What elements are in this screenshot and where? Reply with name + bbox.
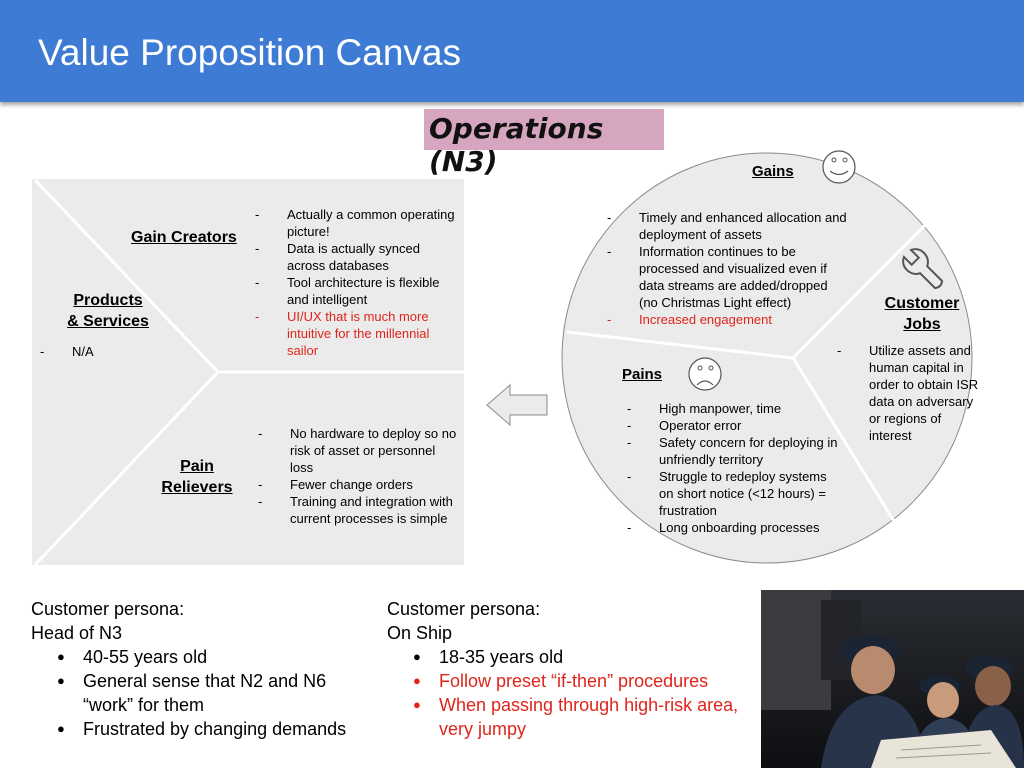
list-item: High manpower, time	[627, 400, 843, 417]
pains-list: High manpower, time Operator error Safet…	[627, 400, 843, 536]
list-item: When passing through high-risk area, ver…	[387, 693, 739, 741]
circle-divider-bottom	[791, 357, 912, 548]
products-label-line2: & Services	[67, 313, 149, 330]
list-item: Training and integration with current pr…	[258, 493, 458, 527]
gains-label: Gains	[752, 163, 794, 180]
pain-relievers-list: No hardware to deploy so no risk of asse…	[258, 425, 458, 527]
persona-subtitle: Head of N3	[31, 623, 123, 643]
list-item: Follow preset “if-then” procedures	[387, 669, 757, 693]
pain-label-line1: Pain	[180, 458, 214, 475]
value-map-divider-lower	[33, 370, 220, 567]
list-item: Timely and enhanced allocation and deplo…	[607, 209, 847, 243]
section-tag: Operations (N3)	[424, 109, 664, 178]
list-item: 40-55 years old	[31, 645, 381, 669]
slide-title: Value Proposition Canvas	[38, 32, 462, 73]
list-item: Information continues to be processed an…	[607, 243, 847, 311]
list-item: Fewer change orders	[258, 476, 458, 493]
products-label-line1: Products	[73, 292, 143, 309]
list-item: UI/UX that is much more intuitive for th…	[255, 308, 457, 359]
persona-title: Customer persona:	[31, 599, 185, 619]
circle-divider-top	[791, 200, 950, 360]
persona-title: Customer persona:	[387, 599, 541, 619]
list-item: Operator error	[627, 417, 843, 434]
list-item: General sense that N2 and N6 “work” for …	[31, 669, 353, 717]
persona-subtitle: On Ship	[387, 623, 453, 643]
products-services-label: Products & Services	[52, 290, 164, 332]
sailors-photo-graphic	[761, 590, 1024, 768]
list-item: Increased engagement	[607, 311, 847, 328]
list-item: Data is actually synced across databases	[255, 240, 457, 274]
gain-creators-list: Actually a common operating picture! Dat…	[255, 206, 457, 359]
pain-relievers-label: Pain Relievers	[152, 456, 242, 498]
arrow-left-icon	[486, 383, 548, 427]
persona-head-of-n3: Customer persona: Head of N3 40-55 years…	[31, 597, 381, 741]
gains-list: Timely and enhanced allocation and deplo…	[607, 209, 847, 328]
wrench-icon	[902, 248, 944, 290]
list-item: Frustrated by changing demands	[31, 717, 381, 741]
section-tag-text: Operations (N3)	[429, 112, 604, 178]
list-item: Struggle to redeploy systems on short no…	[627, 468, 843, 519]
list-item: Safety concern for deploying in unfriend…	[627, 434, 843, 468]
persona-on-ship: Customer persona: On Ship 18-35 years ol…	[387, 597, 757, 741]
sad-face-icon	[688, 357, 722, 391]
pain-label-line2: Relievers	[161, 479, 233, 496]
circle-divider-left	[566, 330, 794, 360]
list-item: Utilize assets and human capital in orde…	[837, 342, 987, 444]
smiley-face-icon	[822, 150, 856, 184]
list-item: Actually a common operating picture!	[255, 206, 457, 240]
list-item: 18-35 years old	[387, 645, 757, 669]
customer-jobs-list: Utilize assets and human capital in orde…	[837, 342, 987, 444]
list-item: N/A	[40, 343, 200, 360]
gain-creators-label: Gain Creators	[131, 229, 237, 246]
sailors-photo	[761, 590, 1024, 768]
slide-header: Value Proposition Canvas	[0, 0, 1024, 102]
products-services-list: N/A	[40, 343, 200, 360]
pains-label: Pains	[622, 366, 663, 383]
customer-jobs-label: Customer Jobs	[872, 293, 972, 335]
jobs-label-line2: Jobs	[903, 316, 941, 333]
list-item: Tool architecture is flexible and intell…	[255, 274, 457, 308]
list-item: No hardware to deploy so no risk of asse…	[258, 425, 458, 476]
jobs-label-line1: Customer	[884, 295, 960, 312]
list-item: Long onboarding processes	[627, 519, 843, 536]
